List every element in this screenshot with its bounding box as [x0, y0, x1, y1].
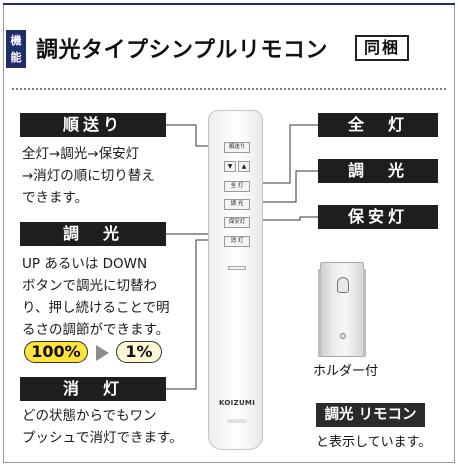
dimming-label: 調 光 [20, 222, 166, 246]
remote-night-button[interactable]: 保安灯 [224, 217, 250, 228]
order-desc-line: できます。 [22, 190, 89, 206]
function-badge: 機能 [6, 30, 26, 68]
dimming-desc-line: るさの調節ができます。 [22, 322, 170, 338]
order-description: 全灯→調光→保安灯 →消灯の順に切り替え できます。 [22, 143, 155, 209]
holder-edge [318, 269, 366, 357]
remote-down-button[interactable]: ▼ [224, 161, 236, 172]
dotted-divider [12, 88, 446, 90]
dimming-desc-line: ボタンで調光に切替わ [22, 278, 157, 294]
remote-full-button[interactable]: 全 灯 [224, 181, 250, 192]
remote-off-button[interactable]: 消 灯 [224, 236, 250, 247]
brand-logo: KOIZUMI [219, 399, 256, 407]
page-title: 調光タイプシンプルリモコン [36, 38, 328, 63]
brightness-min-pill: 1% [116, 341, 162, 363]
dim-label-right: 調 光 [318, 159, 438, 183]
dimming-description: UP あるいは DOWN ボタンで調光に切替わ り、押し続けることで明 るさの調… [22, 253, 170, 341]
remote-order-button[interactable]: 順送り [224, 142, 250, 153]
remote-up-button[interactable]: ▲ [238, 161, 250, 172]
dimming-desc-line: UP あるいは DOWN [22, 256, 148, 272]
dim-leader-line [262, 170, 318, 203]
order-label: 順送り [20, 113, 166, 137]
remote-dim-button[interactable]: 調 光 [224, 199, 250, 210]
keyhole-icon [337, 277, 349, 293]
off-label: 消 灯 [20, 377, 166, 401]
badge-text: 機能 [10, 34, 22, 64]
off-description: どの状態からでもワン プッシュで消灯できます。 [22, 405, 183, 449]
night-leader-line [262, 216, 318, 221]
dimming-desc-line: り、押し続けることで明 [22, 300, 170, 316]
full-leader-line [262, 124, 318, 184]
off-desc-line: プッシュで消灯できます。 [22, 430, 183, 446]
bundled-badge: 同梱 [355, 35, 409, 61]
remote-holder-image [318, 262, 366, 357]
remote-control: 順送り ▼ ▲ 全 灯 調 光 保安灯 消 灯 KOIZUMI [208, 110, 263, 450]
full-light-label: 全 灯 [318, 113, 438, 137]
off-desc-line: どの状態からでもワン [22, 408, 157, 424]
remote-battery-slot [228, 266, 246, 270]
order-desc-line: →消灯の順に切り替え [22, 168, 155, 184]
screw-hole-icon [340, 333, 346, 339]
order-desc-line: 全灯→調光→保安灯 [22, 146, 140, 162]
top-accent-line [3, 3, 455, 5]
remote-type-note: と表示しています。 [316, 435, 432, 450]
brightness-max-pill: 100% [24, 341, 88, 363]
remote-type-tag: 調光 リモコン [316, 403, 425, 427]
holder-label: ホルダー付 [313, 364, 379, 379]
right-arrow-icon [96, 345, 109, 361]
night-light-label: 保安灯 [318, 205, 438, 229]
remote-bottom-mark [227, 419, 247, 423]
